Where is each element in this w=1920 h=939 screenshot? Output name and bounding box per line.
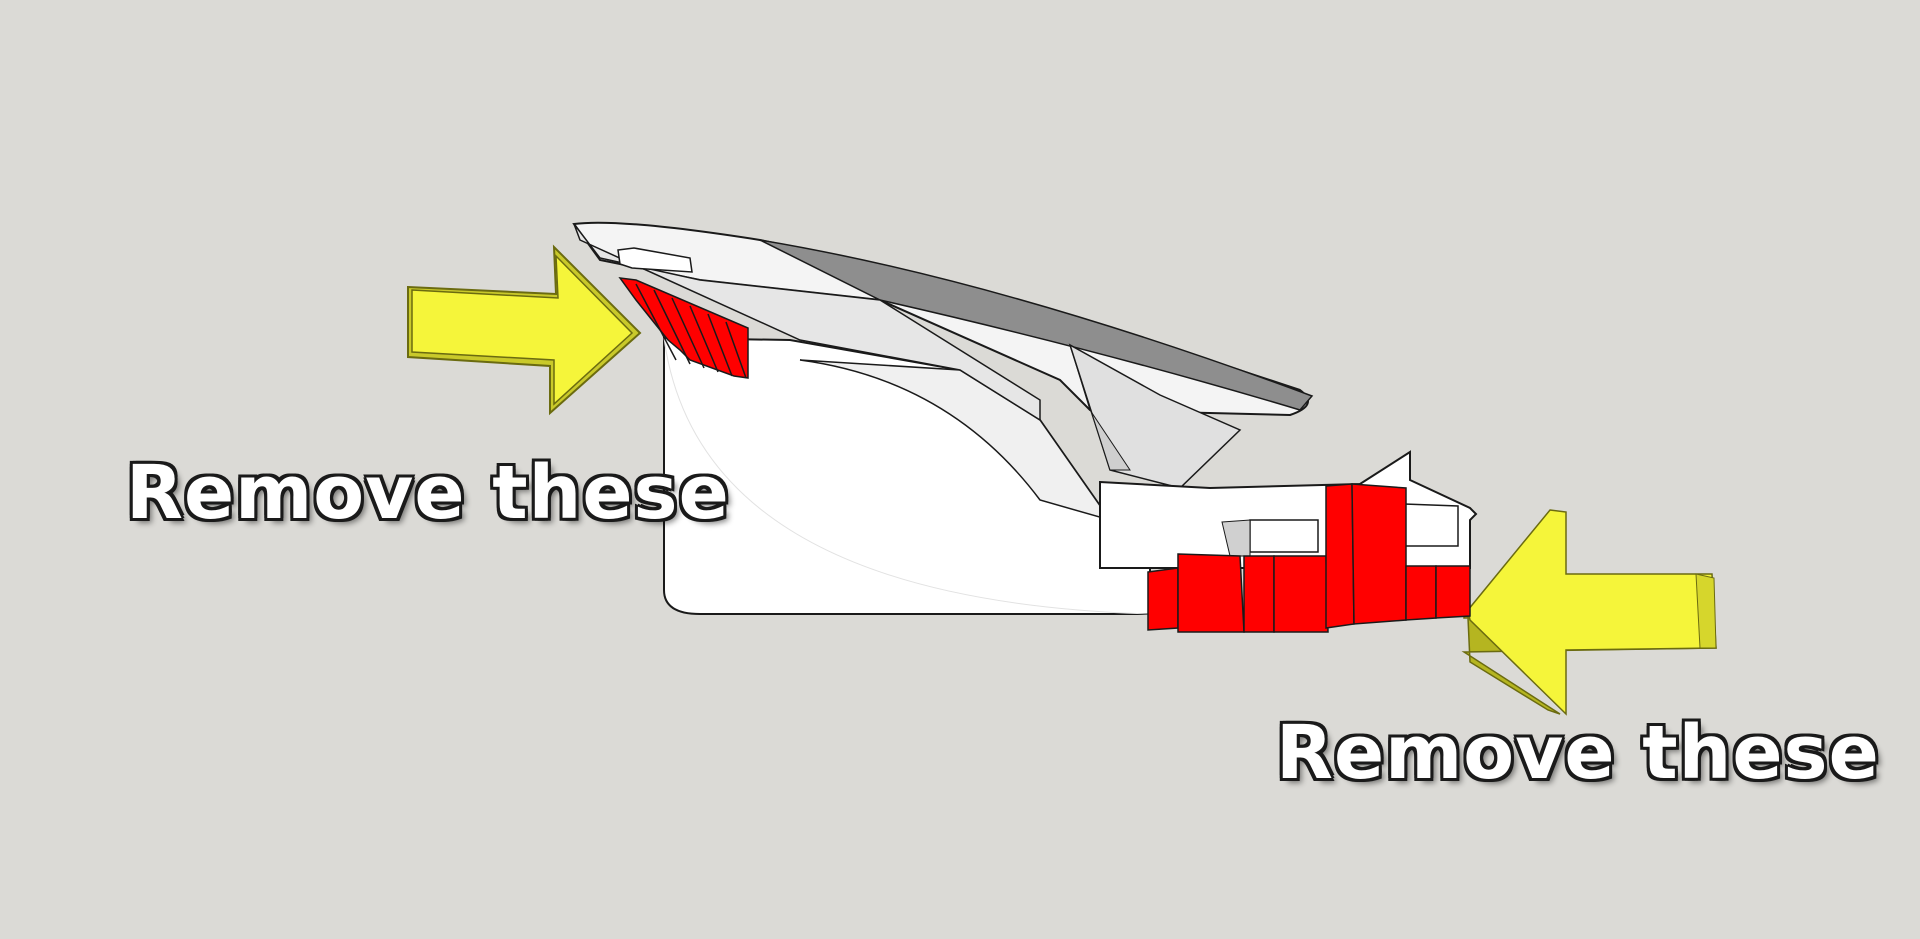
annotation-right: Remove these [1276,710,1880,796]
arrow-left-icon [1461,509,1717,716]
lid-tab [617,247,693,273]
annotation-left: Remove these [126,450,730,536]
support-blocks-right [1147,483,1471,633]
support-fins-left [618,277,749,379]
model-lid [572,221,1314,489]
model-body [663,336,1151,615]
arrow-right-icon [407,244,642,416]
